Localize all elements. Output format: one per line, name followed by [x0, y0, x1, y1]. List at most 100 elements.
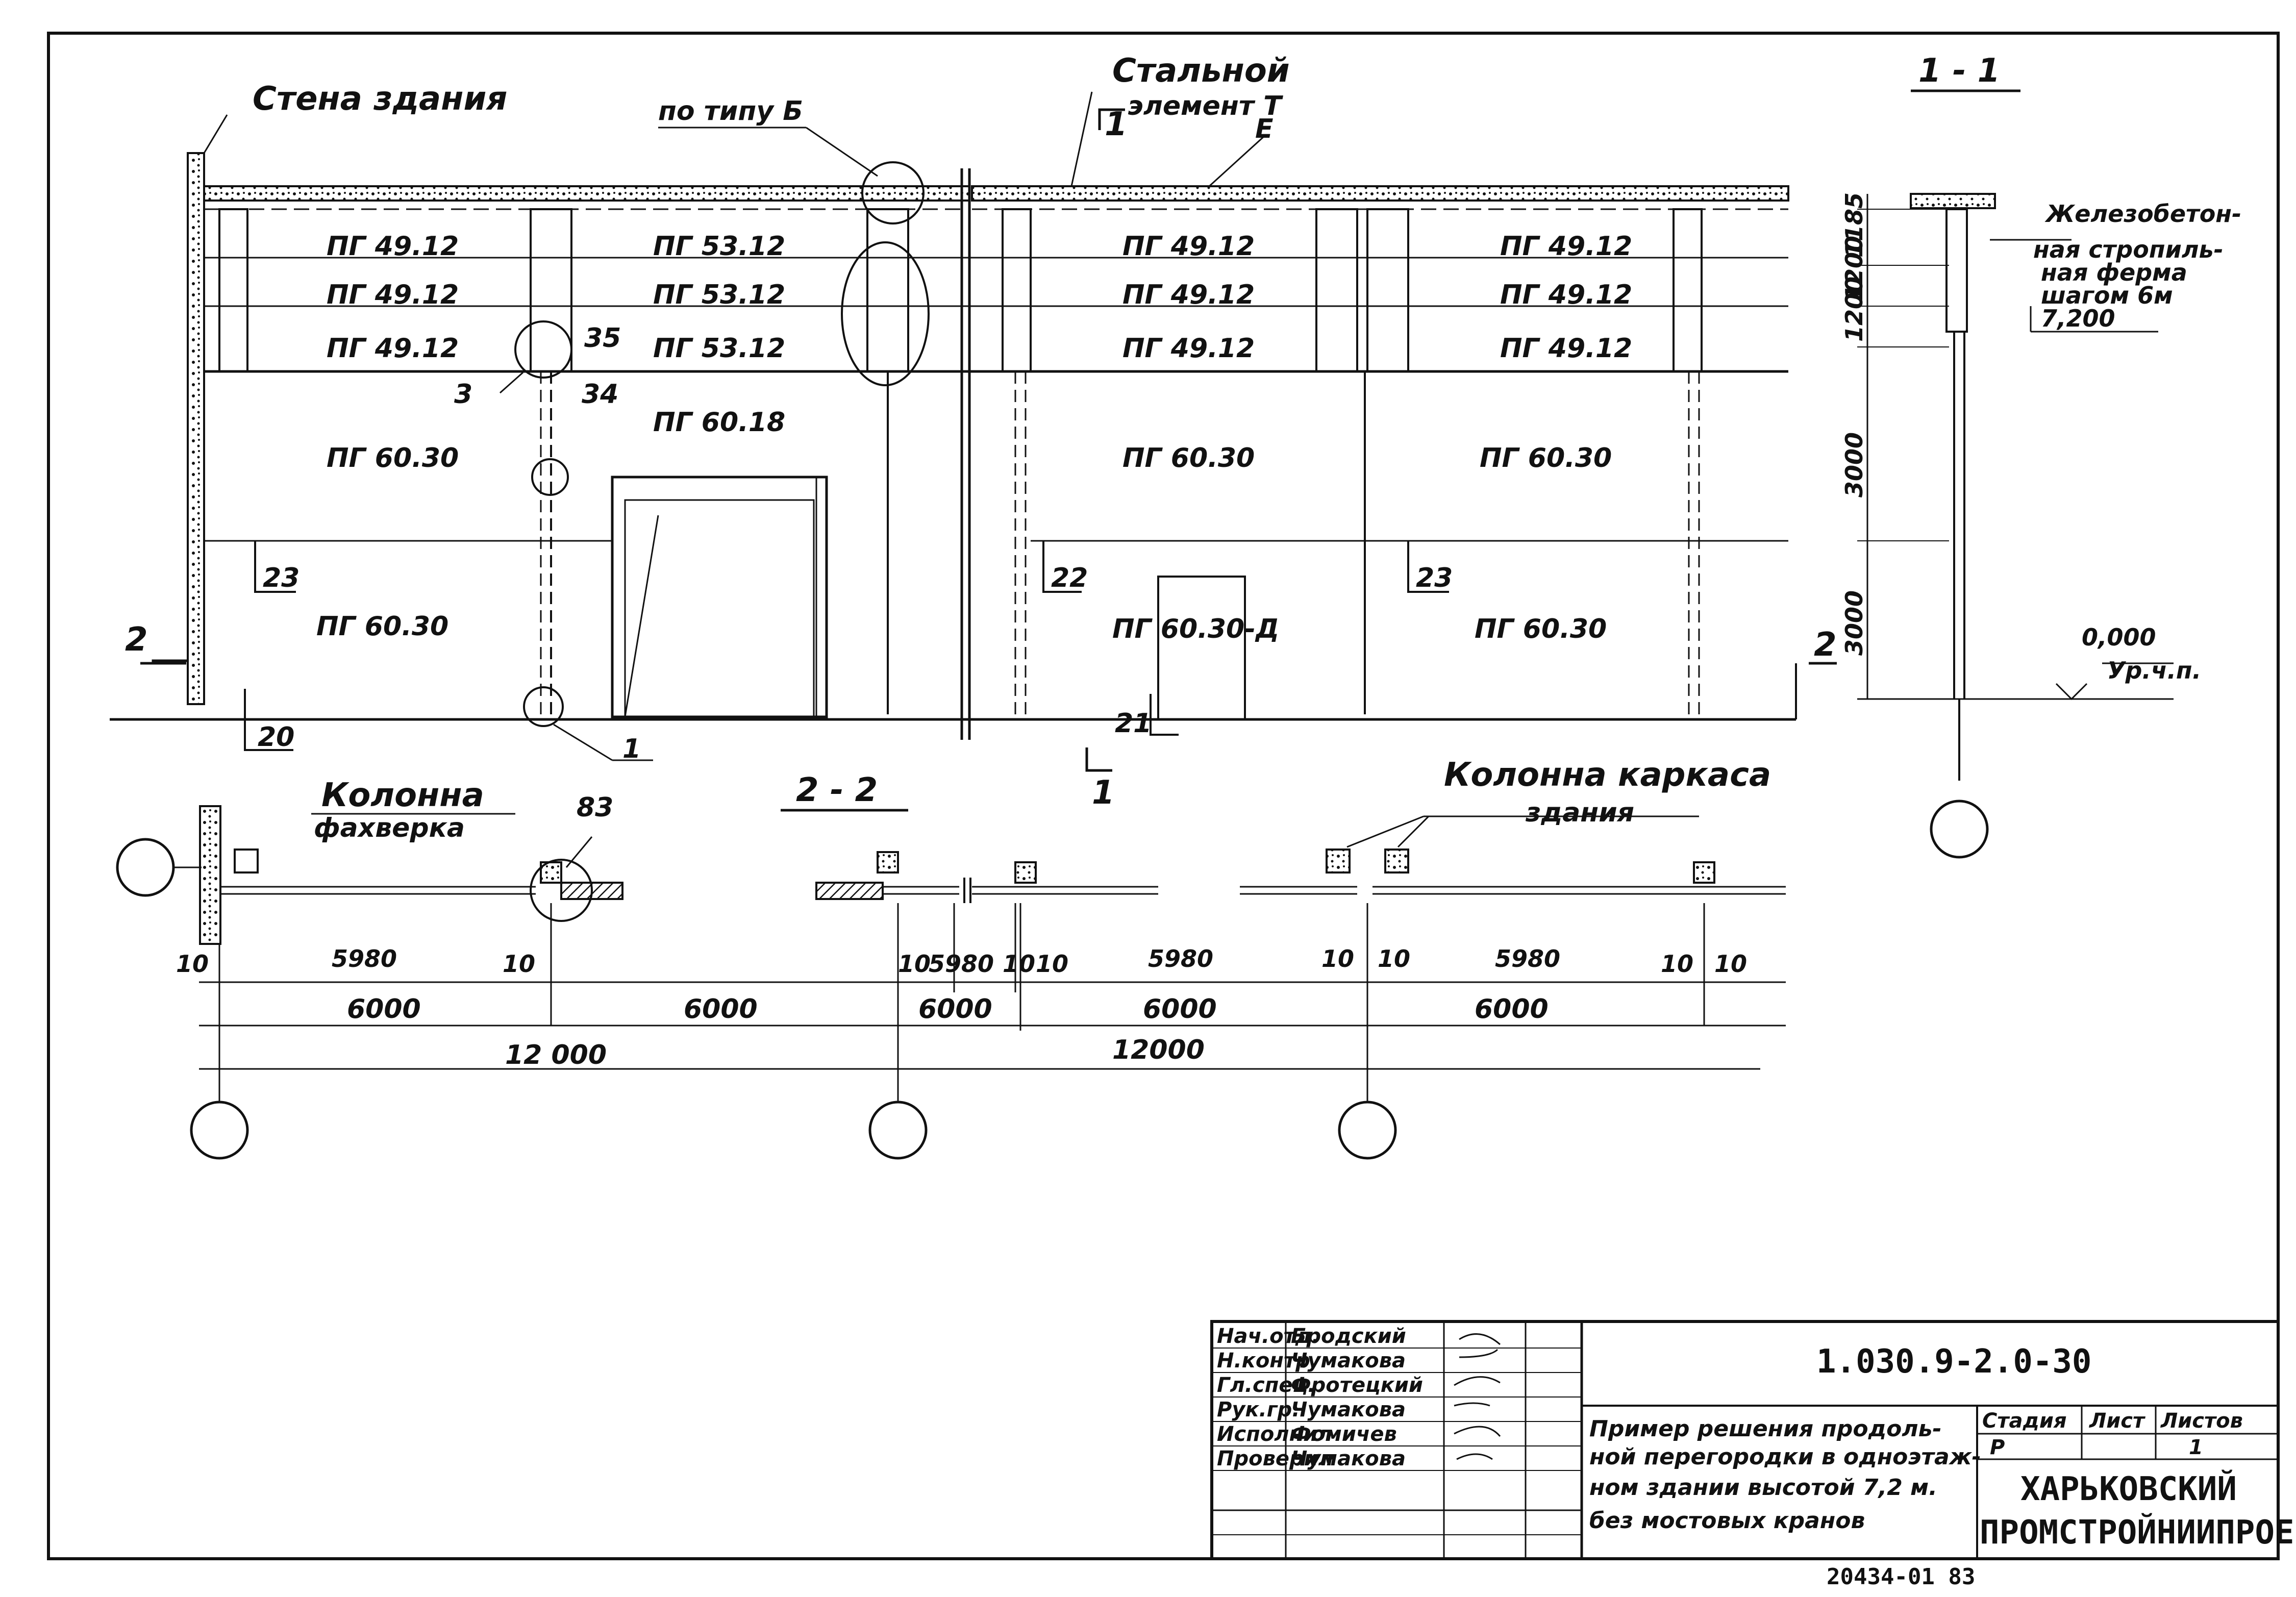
frame-column-label-1: Колонна каркаса: [1444, 756, 1771, 794]
dim: 10: [1378, 945, 1410, 972]
section-2-2-title: 2 - 2: [796, 771, 878, 809]
panel-mark: ПГ 49.12: [327, 333, 459, 364]
description-line: ном здании высотой 7,2 м.: [1589, 1475, 1937, 1501]
section-2-mark: 2: [1814, 626, 1837, 664]
role: Гл.спец.: [1217, 1374, 1315, 1397]
name: Чумакова: [1291, 1398, 1406, 1421]
panel-mark: ПГ 49.12: [1500, 280, 1632, 310]
axis-circle: [1338, 1101, 1397, 1160]
panel-mark: ПГ 49.12: [327, 280, 459, 310]
dim: 6000: [1475, 994, 1549, 1025]
role: Рук.гр.: [1217, 1398, 1300, 1421]
fakhverk-label-1: Колонна: [321, 777, 484, 814]
org-name-1: ХАРЬКОВСКИЙ: [2020, 1469, 2237, 1508]
callout: 34: [582, 379, 618, 410]
frame-column-label-2: здания: [1525, 797, 1634, 828]
detail-circle-b: [861, 161, 925, 224]
truss-label-1: Железобетон-: [2044, 200, 2241, 228]
header-stage: Стадия: [1982, 1409, 2067, 1433]
callout: 20: [258, 722, 294, 753]
elevation: [110, 91, 1837, 772]
dim-vertical: 1185: [1840, 192, 1868, 258]
panel-marks: ПГ 49.12 ПГ 49.12 ПГ 49.12 ПГ 53.12 ПГ 5…: [316, 231, 1632, 644]
section-1-1-title: 1 - 1: [1918, 52, 2000, 90]
dim: 6000: [918, 994, 992, 1025]
title-block-rows: Нач.отд. Н.контр. Гл.спец. Рук.гр. Испол…: [1217, 1325, 1423, 1470]
dim: 5980: [1148, 945, 1213, 972]
dim: 10: [176, 950, 209, 978]
callout-numbers: 3 35 34 1 23 20 22 21 23 2 2 1 1: [125, 106, 1837, 812]
steel-label-1: Стальной: [1112, 52, 1290, 90]
callout: 23: [1416, 563, 1453, 593]
axis-circle: [868, 1101, 928, 1160]
plan-dimensions: 10 5980 10 10 5980 10 10 5980 10 10 5980…: [176, 945, 1747, 1070]
dim: 12000: [1112, 1035, 1205, 1065]
building-wall: [187, 152, 205, 705]
dim-vertical: 3000: [1840, 432, 1868, 497]
plan-2-2: [116, 805, 1786, 1160]
dim: 6000: [684, 994, 758, 1025]
panel-mark: ПГ 60.30: [1122, 443, 1255, 473]
panel-mark: ПГ 60.30: [327, 443, 459, 473]
panel-mark: ПГ 53.12: [653, 333, 785, 364]
description-line: ной перегородки в одноэтаж-: [1589, 1444, 1981, 1470]
truss-label-2: ная стропиль-: [2033, 236, 2224, 263]
panel-mark: ПГ 60.30: [316, 611, 448, 642]
panel-mark: ПГ 60.18: [653, 407, 785, 438]
panel-mark: ПГ 49.12: [1500, 231, 1632, 262]
callout: 21: [1115, 708, 1152, 739]
steel-label-2: элемент Т: [1128, 91, 1283, 121]
header-sheets: Листов: [2160, 1409, 2243, 1433]
dim: 12 000: [505, 1040, 607, 1070]
callout: 3: [454, 379, 472, 410]
detail-circle-1: [523, 686, 564, 727]
section-2-mark: 2: [125, 621, 148, 659]
type-b-label: по типу Б: [658, 96, 803, 127]
org-name-2: ПРОМСТРОЙНИИПРОЕКТ: [1980, 1513, 2296, 1552]
plan-detail-circle: [530, 859, 593, 922]
callout: 22: [1051, 563, 1088, 593]
panel-mark: ПГ 53.12: [653, 280, 785, 310]
dim-vertical: 1200: [1840, 277, 1868, 342]
callout: 35: [584, 323, 621, 354]
name: Фротецкий: [1291, 1374, 1423, 1397]
dim-vertical: 3000: [1840, 590, 1868, 656]
level-7200: 7,200: [2041, 305, 2115, 332]
name: Фомичев: [1291, 1423, 1397, 1446]
title-block: [1210, 1320, 2280, 1560]
dim: 10: [898, 950, 931, 978]
inventory-number: 20434-01 83: [1827, 1564, 1975, 1590]
small-door: [1157, 576, 1246, 720]
dim: 6000: [1143, 994, 1217, 1025]
fakhverk-label-2: фахверка: [314, 813, 465, 843]
stage-value: Р: [1990, 1436, 2005, 1459]
detail-ellipse: [841, 241, 930, 386]
dim: 10: [503, 950, 535, 978]
panel-mark: ПГ 49.12: [1122, 231, 1255, 262]
panel-mark: ПГ 49.12: [1122, 280, 1255, 310]
description-line: Пример решения продоль-: [1589, 1416, 1942, 1442]
axis-circle: [116, 838, 175, 897]
header-sheet: Лист: [2089, 1409, 2146, 1433]
dim: 5980: [332, 945, 397, 972]
dim: 5980: [929, 950, 994, 978]
name: Чумакова: [1291, 1349, 1406, 1373]
document-code: 1.030.9-2.0-30: [1816, 1343, 2091, 1381]
steel-label-e: Е: [1255, 114, 1274, 144]
section-1-mark: 1: [1105, 106, 1128, 143]
axis-circle: [190, 1101, 249, 1160]
role: Н.контр.: [1217, 1349, 1318, 1373]
roof-band-right: [971, 185, 1789, 202]
panel-mark: ПГ 49.12: [1122, 333, 1255, 364]
role: Проверил: [1217, 1447, 1333, 1470]
roof-band: [203, 185, 970, 202]
name: Бродский: [1291, 1325, 1406, 1348]
num-83: 83: [577, 792, 613, 823]
level-0000: 0,000: [2082, 623, 2156, 651]
dim: 10: [1714, 950, 1747, 978]
dim: 10: [1321, 945, 1354, 972]
level-floor: Ур.ч.п.: [2107, 657, 2201, 684]
callout: 1: [622, 734, 641, 764]
dim: 6000: [347, 994, 421, 1025]
detail-circle-3: [514, 320, 572, 379]
